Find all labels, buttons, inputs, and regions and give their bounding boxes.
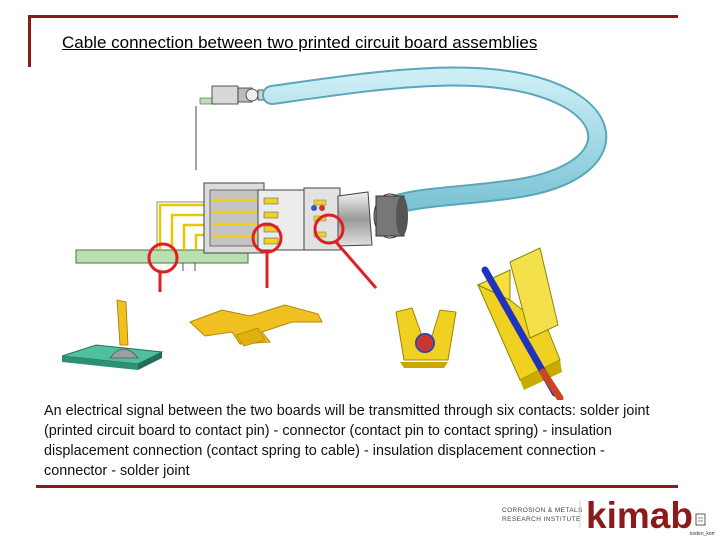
frame-left-rule <box>28 15 31 67</box>
footer-small-text: koden_kommer <box>690 531 715 537</box>
frame-top-rule <box>28 15 678 18</box>
slide-title: Cable connection between two printed cir… <box>62 33 538 52</box>
connection-diagram <box>61 66 608 400</box>
idc-contact-illustration <box>395 307 457 368</box>
upper-board-connector <box>195 85 273 170</box>
solder-joint-marker <box>147 242 179 274</box>
brand-wordmark: kimab <box>586 495 693 536</box>
connector-housing <box>203 182 341 254</box>
idc-block-illustration <box>476 247 564 400</box>
contact-spring-illustration <box>189 304 323 347</box>
footer-rule <box>36 485 678 488</box>
kimab-logo: CORROSION & METALS RESEARCH INSTITUTE ki… <box>502 495 715 537</box>
solder-joint-illustration <box>61 299 164 370</box>
idc-marker <box>313 213 345 245</box>
highlight-markers <box>147 213 378 292</box>
org-name-line2: RESEARCH INSTITUTE <box>502 516 581 523</box>
diagram-caption: An electrical signal between the two boa… <box>44 403 650 479</box>
org-name-line1: CORROSION & METALS <box>502 507 583 514</box>
plug-strain-relief <box>337 191 408 247</box>
contact-pins <box>158 203 205 250</box>
document-icon <box>695 513 706 526</box>
